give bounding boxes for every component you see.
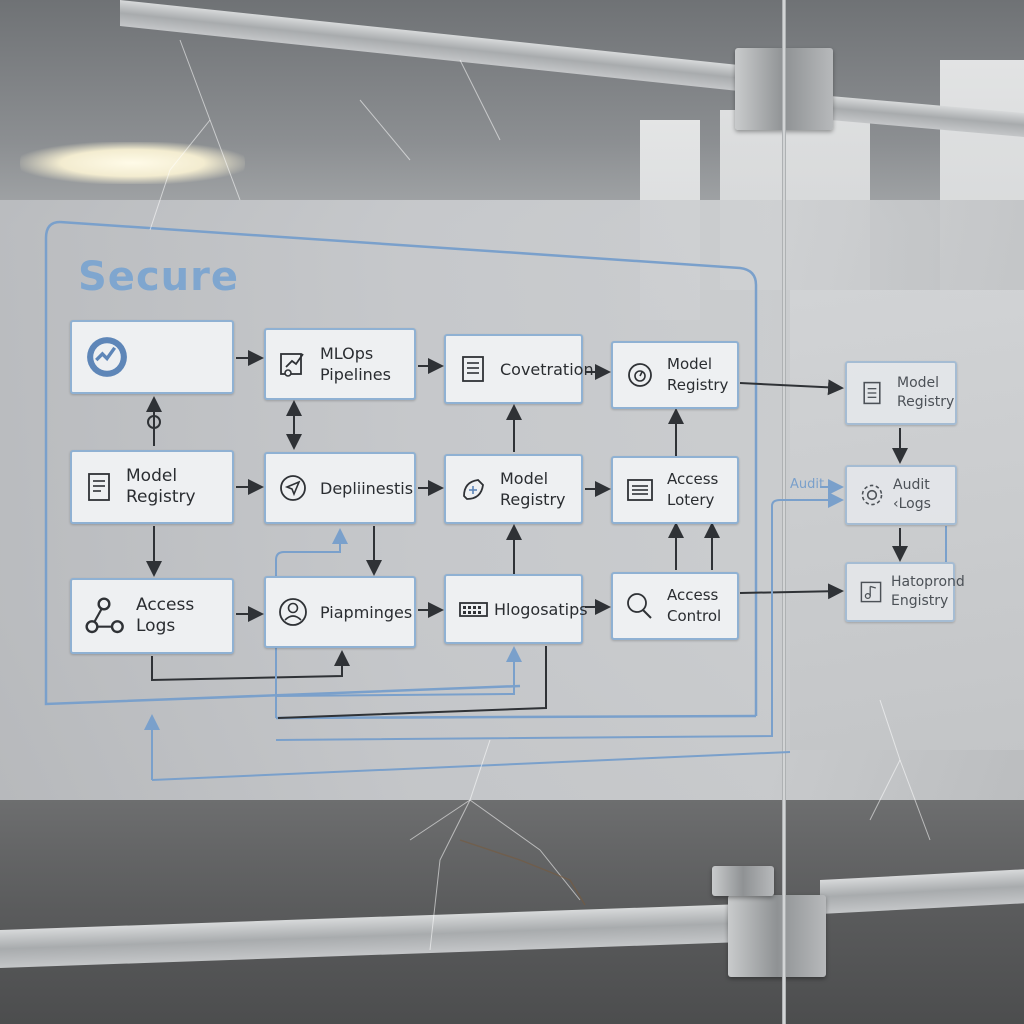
- search-icon: [627, 593, 652, 619]
- node-label: Model Registry: [126, 466, 196, 507]
- node-depliinestis: Depliinestis: [264, 452, 416, 524]
- audit-tag: Audit: [790, 477, 825, 492]
- node-gauge: [70, 320, 234, 394]
- keyboard-icon: [459, 602, 488, 617]
- node-label: Model Registry: [667, 355, 729, 394]
- node-label: Depliinestis: [320, 478, 414, 498]
- chart-pipeline-icon: [280, 353, 304, 377]
- music-icon: [860, 581, 882, 603]
- node-label: Access Lotery: [667, 470, 719, 509]
- node-label: Hatoprond Engistry: [891, 574, 965, 609]
- node-mlops-pipelines: MLOps Pipelines: [264, 328, 416, 400]
- gear-icon: [861, 484, 883, 506]
- node-label: Piapminges: [320, 602, 413, 622]
- node-label: Hlogosatips: [494, 599, 588, 619]
- list-icon: [627, 479, 653, 501]
- node-model-registry-left: Model Registry: [70, 450, 234, 524]
- node-hatoprond-engistry: Hatoprond Engistry: [845, 562, 965, 622]
- node-label: MLOps Pipelines: [320, 344, 391, 384]
- node-covetration: Covetration: [444, 334, 594, 404]
- node-label: Covetration: [500, 359, 594, 379]
- node-piapminges: Piapminges: [264, 576, 416, 648]
- glass-seam: [782, 0, 786, 1024]
- document-icon: [462, 356, 484, 382]
- tag-icon: [463, 479, 484, 500]
- node-access-control: Access Control: [611, 572, 739, 640]
- node-access-logs: Access Logs: [70, 578, 234, 654]
- node-label: Access Control: [667, 586, 722, 625]
- node-label: Model Registry: [500, 469, 566, 509]
- share-icon: [85, 597, 124, 634]
- node-model-registry-top: Model Registry: [611, 341, 739, 409]
- node-label: Audit ‹Logs: [893, 477, 931, 512]
- document-icon: [88, 473, 110, 501]
- node-label: Model Registry: [897, 375, 955, 410]
- send-icon: [280, 475, 306, 501]
- gauge-icon: [87, 337, 127, 377]
- node-audit-logs: Audit ‹Logs: [845, 465, 957, 525]
- user-icon: [279, 598, 307, 626]
- dial-icon: [628, 363, 652, 387]
- bottom-bracket: [712, 866, 774, 896]
- node-hlogosatips: Hlogosatips: [444, 574, 588, 644]
- node-model-registry-right: Model Registry: [845, 361, 957, 425]
- node-access-lotery: Access Lotery: [611, 456, 739, 524]
- ceiling-lamp: [20, 142, 245, 184]
- document-icon: [863, 381, 881, 405]
- node-model-registry-center: Model Registry: [444, 454, 583, 524]
- diagram-heading: Secure: [78, 254, 239, 300]
- node-label: Access Logs: [136, 595, 195, 636]
- bottom-hinge: [728, 895, 826, 977]
